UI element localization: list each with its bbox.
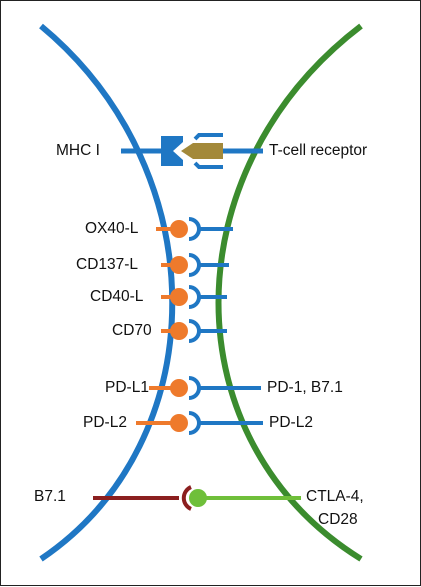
cd70-pair <box>161 319 227 343</box>
orange-ball-ligand-icon <box>170 256 188 274</box>
tcell-membrane <box>215 23 363 562</box>
t-cell-receptor-icon <box>193 133 223 169</box>
label-mhc-i: MHC I <box>56 142 100 159</box>
label-pd-l1: PD-L1 <box>105 379 149 396</box>
mhc-class-i-icon <box>161 136 183 166</box>
tcr-peptide-icon <box>181 143 223 159</box>
cup-receptor-icon <box>188 285 201 309</box>
label-cd137-l: CD137-L <box>76 256 139 273</box>
label-b7-1: B7.1 <box>34 488 66 505</box>
cup-receptor-icon <box>188 376 201 400</box>
cup-receptor-icon <box>188 253 201 277</box>
cup-receptor-icon <box>188 217 201 241</box>
orange-ball-ligand-icon <box>170 322 188 340</box>
cup-receptor-icon <box>188 319 201 343</box>
cd137-pair <box>161 253 229 277</box>
orange-ball-ligand-icon <box>170 379 188 397</box>
label-cd70: CD70 <box>112 322 152 339</box>
ox40-pair <box>156 217 233 241</box>
label-ox40-l: OX40-L <box>85 220 139 237</box>
label-ctla-4: CTLA-4, <box>306 488 364 505</box>
label-cd28: CD28 <box>318 511 358 528</box>
label-pd-l2-receptor: PD-L2 <box>269 414 313 431</box>
green-ball-receptor-icon <box>189 489 207 507</box>
label-pd-l2: PD-L2 <box>83 414 127 431</box>
mhc-tcr-complex <box>121 133 263 169</box>
label-t-cell-receptor: T-cell receptor <box>269 142 368 159</box>
pdl1-pd1-pair <box>149 376 261 400</box>
pdl2-pair <box>136 411 263 435</box>
label-pd-1-b7-1: PD-1, B7.1 <box>267 379 343 396</box>
cd40-pair <box>161 285 227 309</box>
b71-ctla4-pair <box>93 485 301 511</box>
label-cd40-l: CD40-L <box>90 288 144 305</box>
orange-ball-ligand-icon <box>170 220 188 238</box>
orange-ball-ligand-icon <box>170 414 188 432</box>
b71-cup-icon <box>181 485 192 511</box>
cup-receptor-icon <box>188 411 201 435</box>
orange-ball-ligand-icon <box>170 288 188 306</box>
